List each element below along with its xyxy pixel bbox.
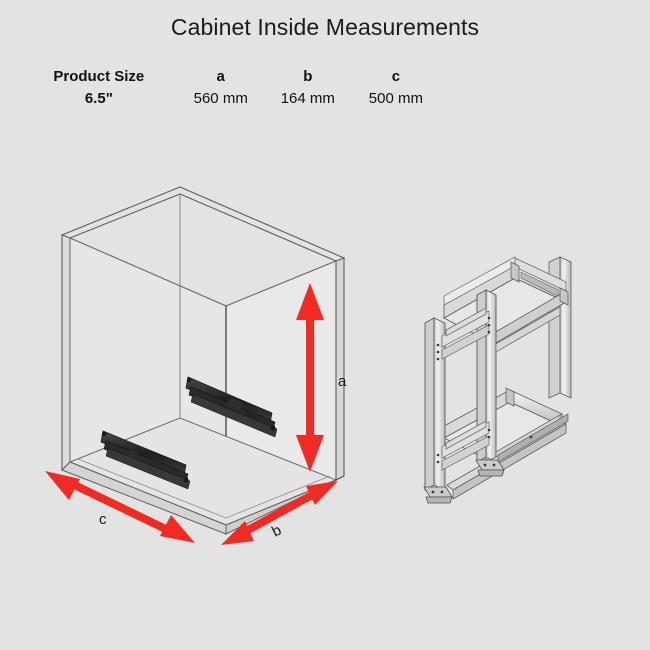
cell-product-size: 6.5" <box>84 90 113 107</box>
cell-c: 500 mm <box>368 90 423 107</box>
header-a: a <box>216 68 225 85</box>
dimension-label-a: a <box>338 373 347 390</box>
rack-slide-rail <box>497 413 569 463</box>
dimension-arrow-c <box>45 471 195 543</box>
dimension-label-b: b <box>269 522 284 541</box>
header-c: c <box>391 68 401 85</box>
drawer-slide-rail-right <box>185 376 278 438</box>
dimension-label-c: c <box>99 511 107 528</box>
cell-b: 164 mm <box>280 90 335 107</box>
specification-table: Product Size a b c 6.5" 560 mm 164 mm 50… <box>22 66 442 110</box>
cabinet-wireframe: a b c <box>45 186 347 545</box>
rack-side-braces <box>445 307 487 450</box>
dimension-arrow-a <box>296 283 324 472</box>
rack-front-side-frame <box>424 289 497 491</box>
drawer-slide-rail-left <box>100 430 191 490</box>
table-row: 6.5" 560 mm 164 mm 500 mm <box>22 88 442 110</box>
header-b: b <box>303 68 313 85</box>
table-header-row: Product Size a b c <box>22 66 442 88</box>
cell-a: 560 mm <box>193 90 248 107</box>
page-title: Cabinet Inside Measurements <box>170 14 480 40</box>
pullout-rack-figure <box>423 256 572 504</box>
header-product-size: Product Size <box>53 68 145 85</box>
dimension-arrow-b <box>221 481 338 545</box>
